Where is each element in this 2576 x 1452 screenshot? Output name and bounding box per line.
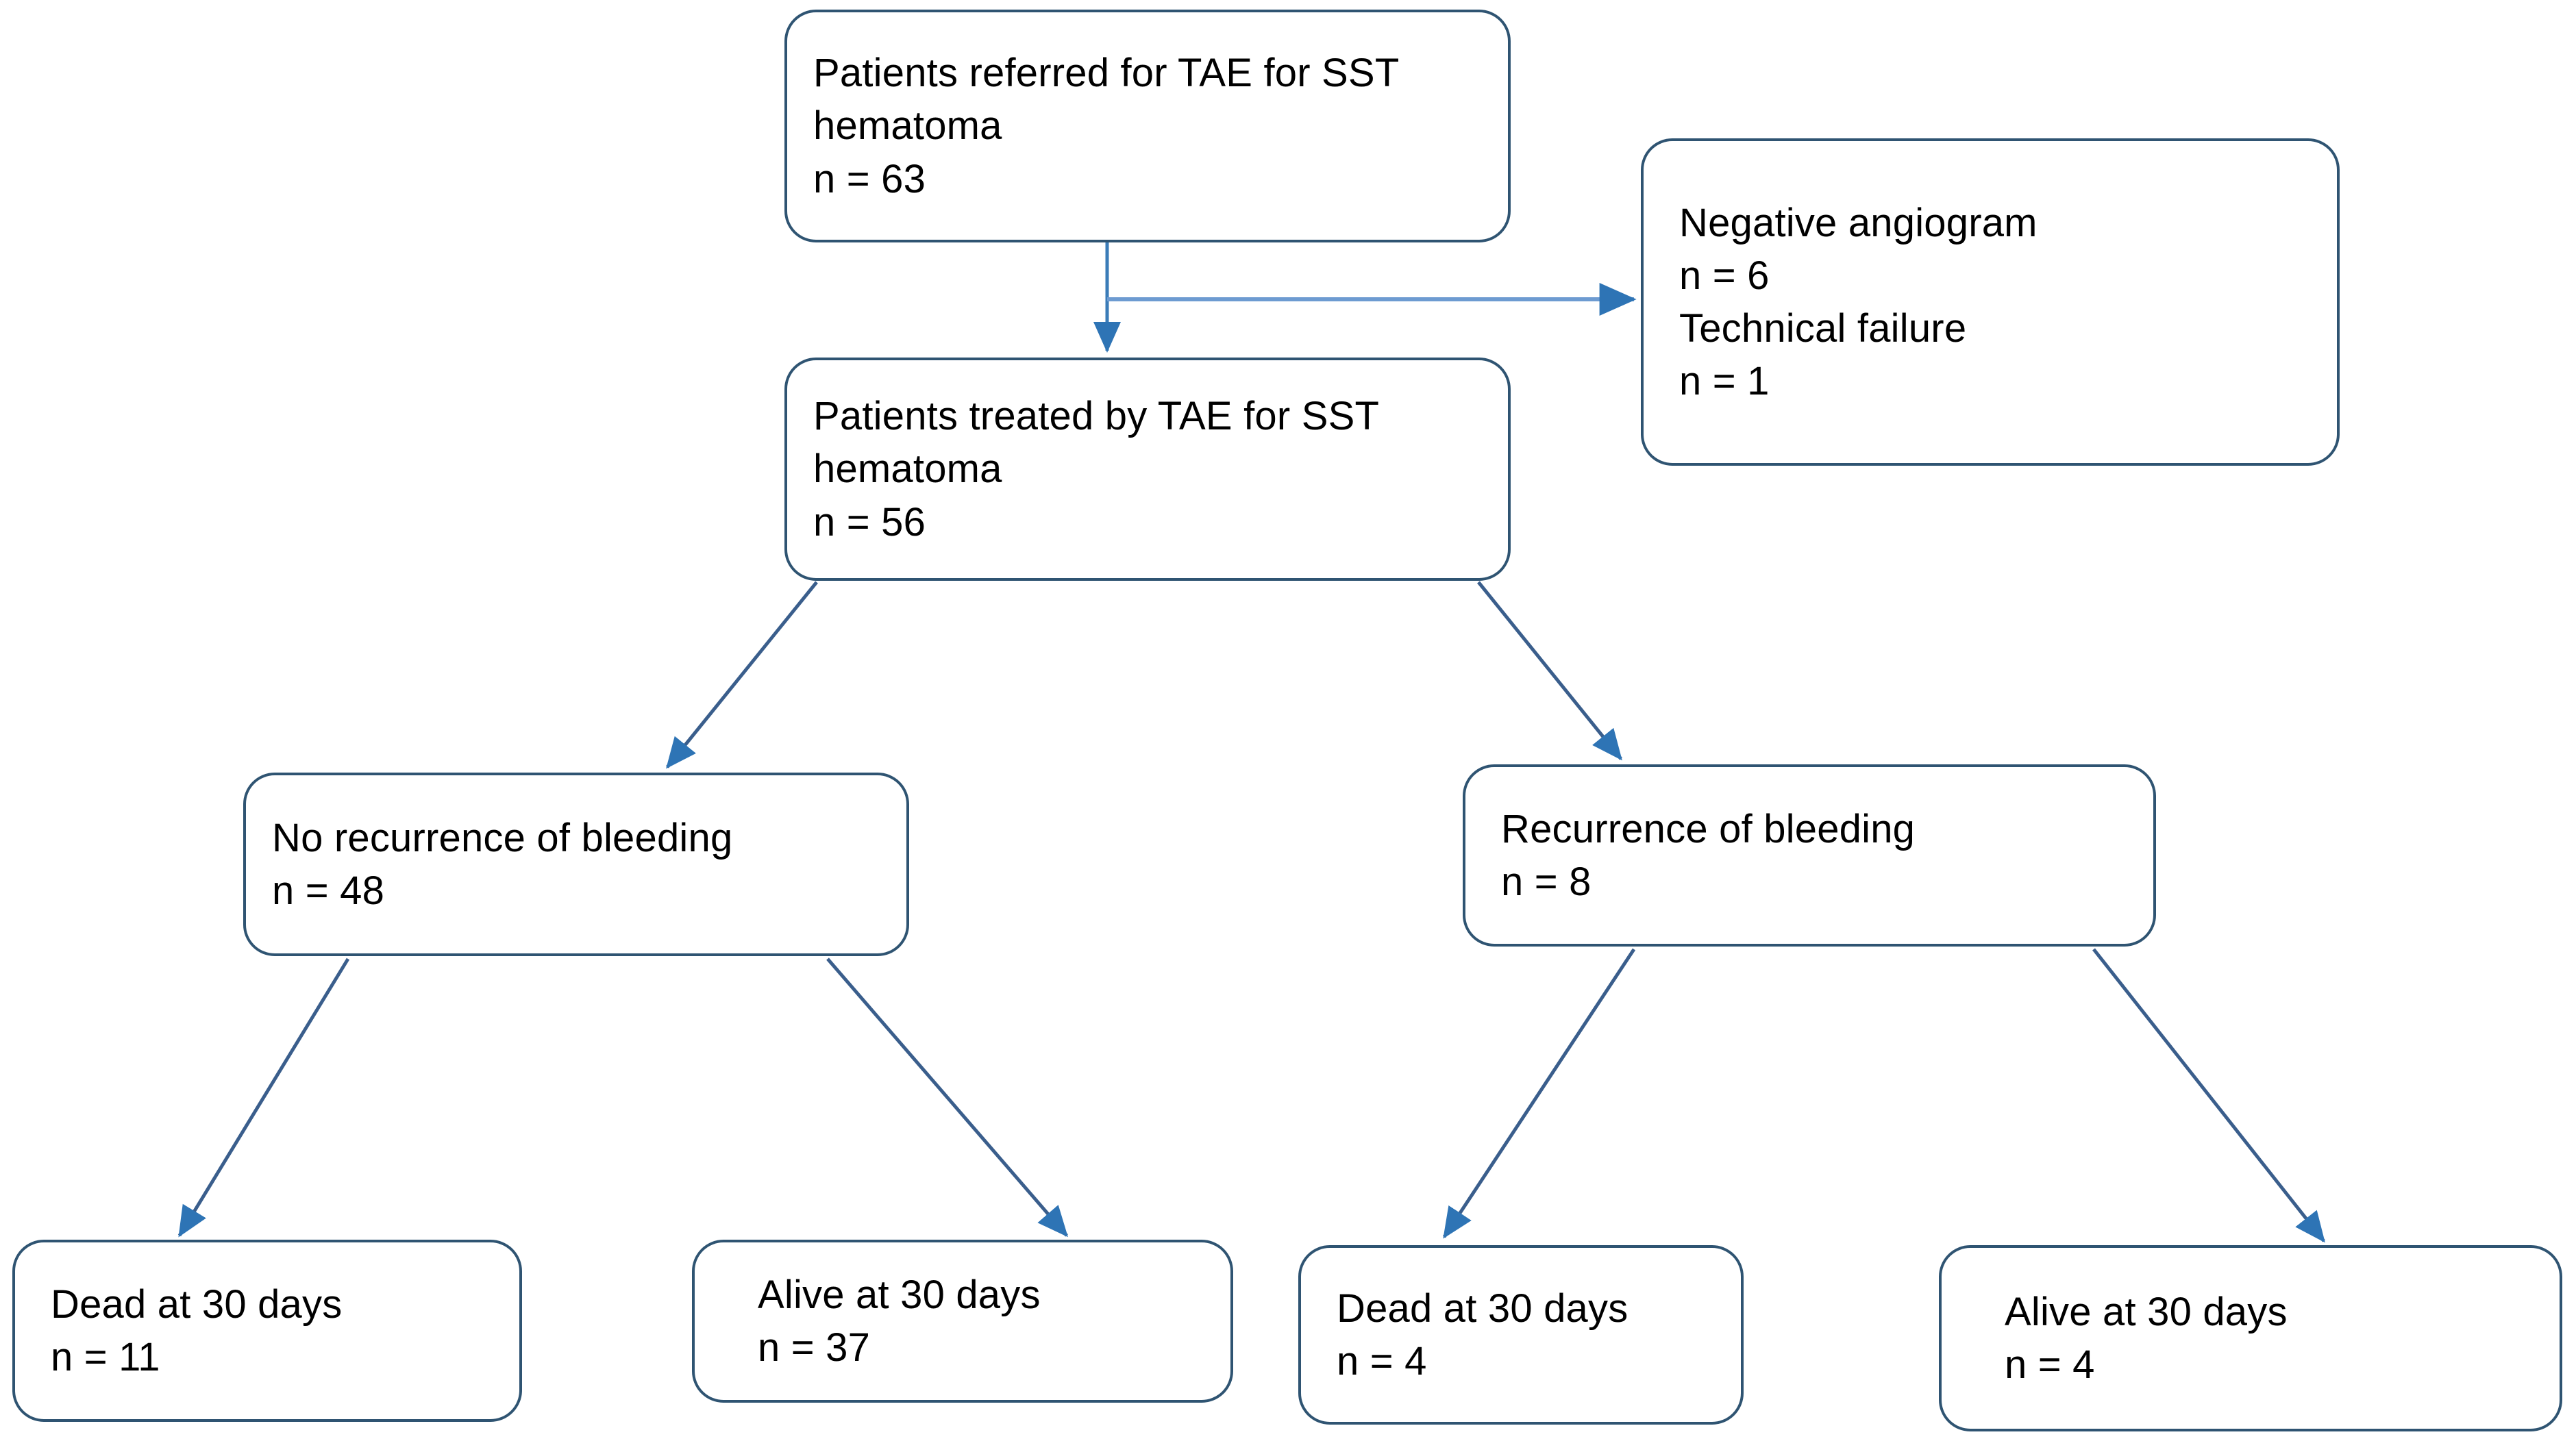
node-count-line: n = 1 bbox=[1679, 359, 1770, 404]
node-patients-treated[interactable]: Patients treated by TAE for SST hematoma… bbox=[784, 358, 1511, 581]
node-no-recurrence[interactable]: No recurrence of bleeding n = 48 bbox=[243, 773, 909, 956]
node-recurrence[interactable]: Recurrence of bleeding n = 8 bbox=[1463, 764, 2156, 947]
node-text-line: hematoma bbox=[813, 447, 1002, 492]
node-text-line: Alive at 30 days bbox=[2005, 1289, 2288, 1334]
node-alive-30-days-recurrence[interactable]: Alive at 30 days n = 4 bbox=[1939, 1245, 2562, 1431]
node-count-line: n = 6 bbox=[1679, 253, 1770, 298]
node-count-line: n = 63 bbox=[813, 156, 926, 201]
node-count-line: n = 4 bbox=[1337, 1339, 1427, 1384]
node-count-line: n = 4 bbox=[2005, 1342, 2095, 1387]
edge-norecurrence-to-dead bbox=[177, 957, 350, 1238]
node-text-line: Recurrence of bleeding bbox=[1501, 806, 1916, 851]
node-text-line: Patients referred for TAE for SST bbox=[813, 51, 1400, 96]
node-count-line: n = 56 bbox=[813, 499, 926, 544]
node-text-line: hematoma bbox=[813, 103, 1002, 149]
node-count-line: n = 11 bbox=[51, 1335, 160, 1379]
edge-norecurrence-to-alive bbox=[826, 957, 1068, 1238]
node-text-line: Dead at 30 days bbox=[1337, 1286, 1628, 1331]
node-text-line: Patients treated by TAE for SST bbox=[813, 394, 1380, 439]
node-alive-30-days-no-recurrence[interactable]: Alive at 30 days n = 37 bbox=[692, 1240, 1233, 1403]
node-count-line: n = 48 bbox=[272, 868, 385, 913]
node-patients-referred[interactable]: Patients referred for TAE for SST hemato… bbox=[784, 10, 1511, 242]
edge-recurrence-to-dead bbox=[1442, 948, 1636, 1239]
node-dead-30-days-no-recurrence[interactable]: Dead at 30 days n = 11 bbox=[12, 1240, 522, 1422]
node-text-line: Dead at 30 days bbox=[51, 1281, 343, 1327]
edge-recurrence-to-alive bbox=[2092, 948, 2325, 1243]
edge-treated-to-recurrence bbox=[1477, 581, 1622, 761]
node-text-line: No recurrence of bleeding bbox=[272, 815, 733, 860]
node-text-line: Technical failure bbox=[1679, 306, 1967, 351]
node-text-line: Negative angiogram bbox=[1679, 200, 2038, 245]
node-excluded-reasons[interactable]: Negative angiogram n = 6 Technical failu… bbox=[1641, 138, 2340, 466]
node-dead-30-days-recurrence[interactable]: Dead at 30 days n = 4 bbox=[1298, 1245, 1744, 1425]
node-count-line: n = 8 bbox=[1501, 860, 1592, 904]
node-text-line: Alive at 30 days bbox=[758, 1272, 1041, 1317]
edge-treated-to-norecurrence bbox=[666, 581, 818, 769]
node-count-line: n = 37 bbox=[758, 1325, 871, 1370]
